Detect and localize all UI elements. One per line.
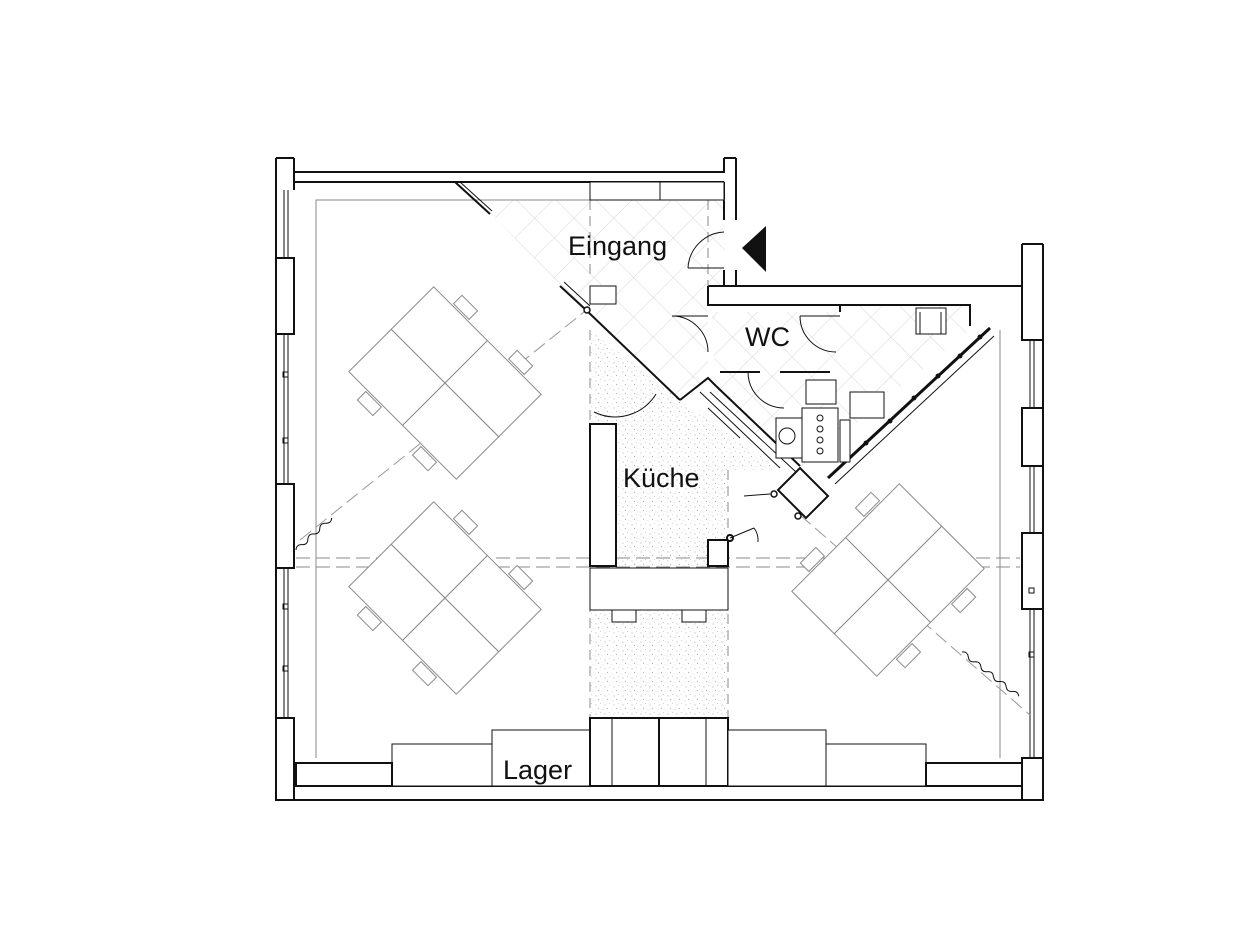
room-label-lager: Lager xyxy=(503,755,573,785)
kitchen-speckle-floor xyxy=(590,330,780,570)
room-label-eingang: Eingang xyxy=(568,231,668,261)
wc-fixtures xyxy=(671,307,947,463)
wc-fixture-box xyxy=(776,466,830,520)
desk-group-right xyxy=(791,483,985,677)
top-wall xyxy=(294,158,725,173)
curtain-left xyxy=(295,517,333,551)
desk-group-top-left xyxy=(348,286,542,480)
triangle-left-icon xyxy=(742,226,766,272)
room-label-kueche: Küche xyxy=(623,463,700,493)
desk-group-bottom-left xyxy=(348,501,542,695)
dining-table xyxy=(589,567,729,611)
storage-cabinets xyxy=(295,717,1023,787)
window-piers xyxy=(275,257,1044,801)
core-walls xyxy=(699,385,830,520)
corridor-speckle-floor xyxy=(590,610,728,718)
window-glazing xyxy=(282,190,1035,758)
entrance-door xyxy=(589,231,725,418)
curtain-right xyxy=(961,651,1020,697)
room-label-wc: WC xyxy=(745,322,790,352)
top-wall-inner xyxy=(293,181,724,190)
left-wall xyxy=(275,158,1044,801)
top-cabinets xyxy=(589,181,725,201)
kitchen-counter xyxy=(589,423,617,567)
kitchen-furniture xyxy=(589,423,771,623)
